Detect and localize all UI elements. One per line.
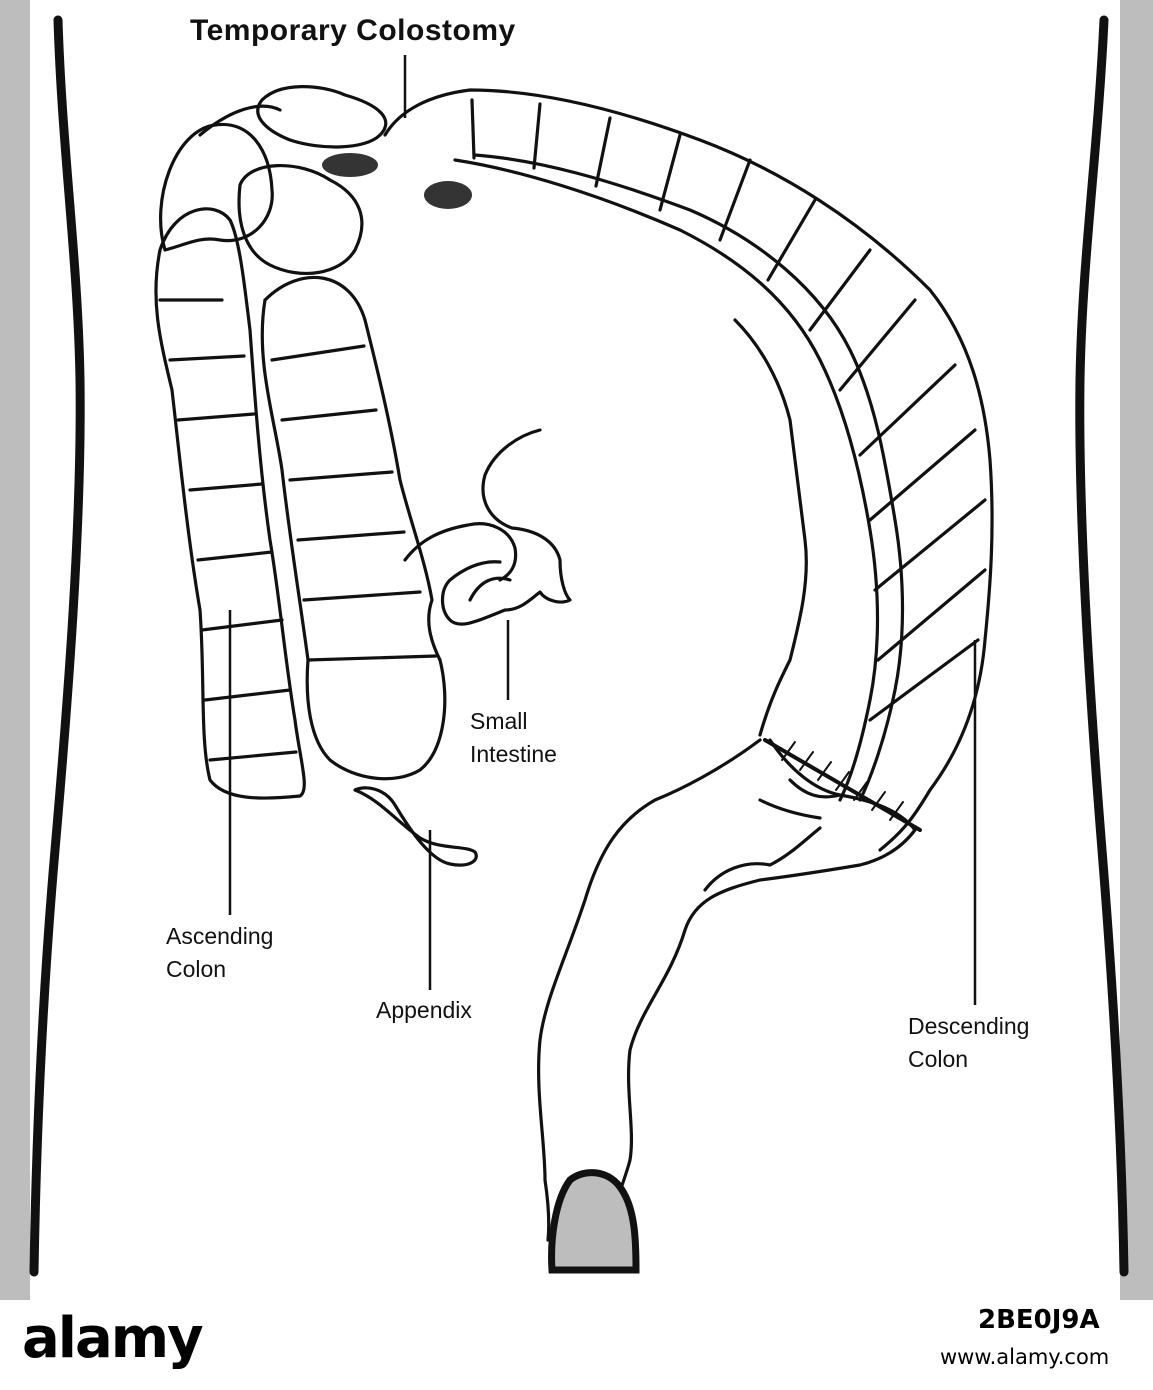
body-area [30,0,1120,1300]
watermark-url: www.alamy.com [940,1345,1110,1369]
small-intestine-label-line1: Small [470,708,528,734]
hepatic-flexure [159,122,274,252]
ascending-colon-label-line2: Colon [166,956,227,982]
rectum [537,738,762,1242]
body-outline-right [1075,15,1129,1277]
stoma-marks [322,153,472,209]
descending-colon-label: Descending Colon [908,1010,1029,1076]
diagram-title: Temporary Colostomy [190,14,516,47]
ascending-colon-label: Ascending Colon [166,920,273,986]
descending-colon [733,318,808,737]
watermark-footer [0,1300,1153,1390]
appendix-label: Appendix [376,997,472,1023]
ascending-colon-label-line1: Ascending [166,923,274,949]
small-intestine-label: Small Intestine [470,705,557,771]
ascending-colon [154,207,306,800]
descending-colon-label-line1: Descending [908,1013,1030,1039]
appendix [353,786,478,867]
body-outline-left [29,15,85,1277]
watermark-image-code: 2BE0J9A [978,1305,1100,1335]
small-intestine-label-line2: Intestine [470,741,557,767]
cecum [260,275,447,781]
transverse-colon [383,88,994,852]
small-intestine [440,428,572,626]
watermark-brand: alamy [22,1306,204,1371]
colon-diagram [29,0,1129,1300]
transverse-colon-inner [453,158,880,802]
anus [548,1169,640,1274]
descending-colon-label-line2: Colon [908,1046,969,1072]
